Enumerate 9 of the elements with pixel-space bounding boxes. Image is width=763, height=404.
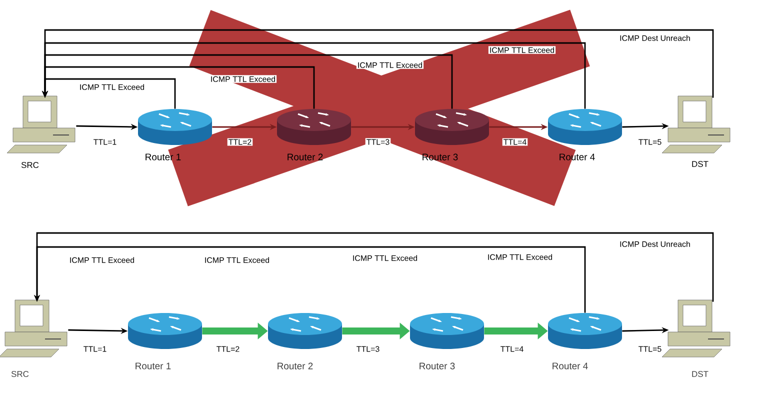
device-label: Router 3 bbox=[420, 362, 455, 370]
device-label: Router 1 bbox=[136, 362, 171, 370]
device-label: Router 2 bbox=[288, 154, 323, 160]
device-label: DST bbox=[692, 371, 708, 377]
device-label: Router 4 bbox=[552, 362, 588, 370]
device-label: SRC bbox=[21, 162, 39, 168]
device-label: DST bbox=[692, 161, 708, 167]
device-label: Router 2 bbox=[278, 362, 313, 370]
device-label: SRC bbox=[11, 371, 29, 377]
